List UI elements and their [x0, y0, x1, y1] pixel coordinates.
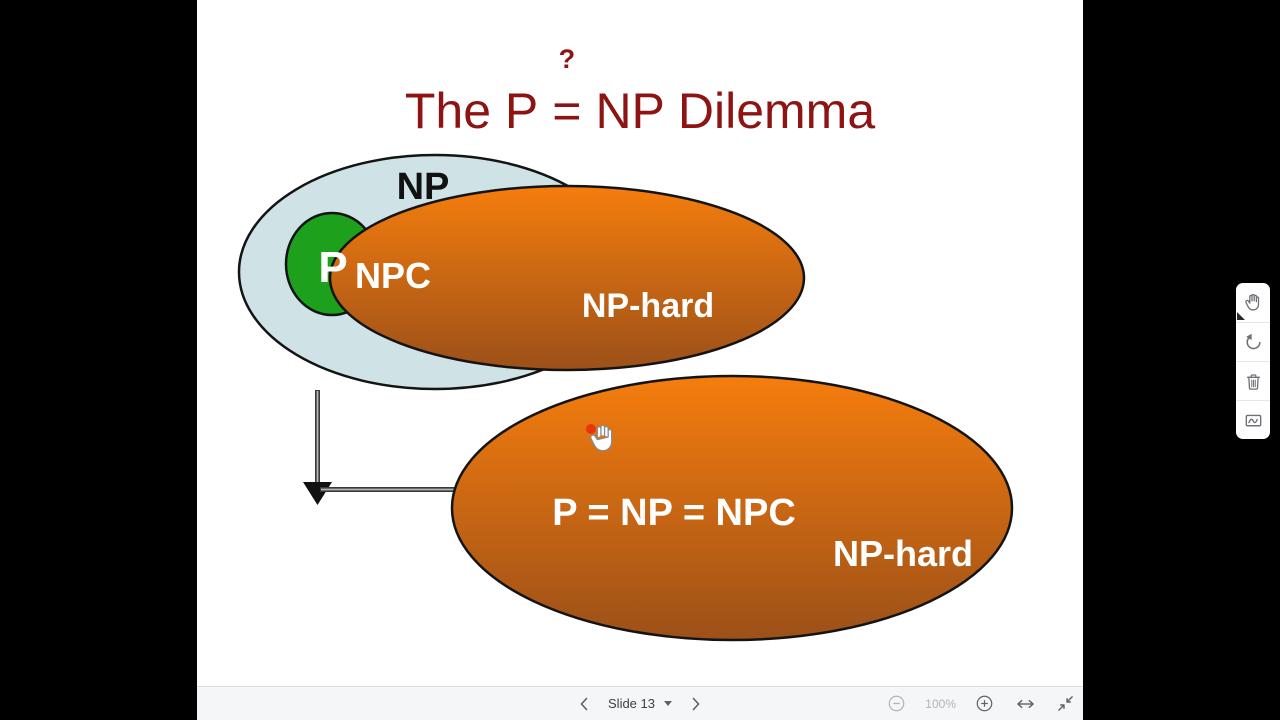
horizontal-arrows-icon — [1017, 699, 1034, 708]
hand-cursor-icon — [590, 424, 613, 452]
title-right: NP Dilemma — [595, 83, 876, 139]
undo-button[interactable] — [1236, 322, 1270, 361]
hand-icon — [1244, 293, 1259, 311]
minus-circle-icon — [888, 695, 905, 712]
slide-title: The P ? = NP Dilemma — [197, 46, 1083, 139]
tool-options-flag — [1237, 312, 1245, 320]
fit-width-button[interactable] — [1013, 696, 1038, 712]
delete-button[interactable] — [1236, 361, 1270, 400]
merged-ellipse — [450, 374, 1014, 642]
trash-icon — [1246, 373, 1260, 390]
chevron-left-icon — [580, 697, 588, 710]
previous-slide-button[interactable] — [577, 695, 591, 713]
slide-selector-dropdown[interactable]: Slide 13 — [606, 694, 674, 713]
zoom-level-label: 100% — [925, 696, 956, 711]
slide-number-label: Slide 13 — [608, 696, 655, 711]
slide-navigation: Slide 13 — [577, 687, 703, 720]
merged-label: P = NP = NPC — [552, 492, 796, 534]
content-area: The P ? = NP Dilemma NP P NPC N — [197, 0, 1083, 720]
compress-icon — [1058, 696, 1073, 711]
np-hard-bottom-label: NP-hard — [833, 533, 973, 574]
letterbox-left — [0, 0, 197, 720]
caret-down-icon — [663, 701, 672, 706]
slide-canvas[interactable]: The P ? = NP Dilemma NP P NPC N — [197, 0, 1083, 686]
title-question-mark: ? — [558, 44, 576, 74]
chevron-right-icon — [692, 697, 700, 710]
pan-tool-button[interactable] — [1236, 283, 1270, 322]
title-equals: = — [552, 83, 582, 139]
np-hard-top-label: NP-hard — [582, 287, 714, 325]
laser-dot — [586, 424, 596, 434]
zoom-controls: 100% — [885, 687, 1076, 720]
np-hard-top-ellipse — [328, 184, 806, 372]
fit-screen-button[interactable] — [1055, 693, 1076, 714]
title-equals-stack: ? = — [552, 46, 582, 139]
bottom-bar: Slide 13 100% — [197, 686, 1083, 720]
pan-cursor — [586, 424, 613, 452]
p-label: P — [318, 243, 347, 292]
plus-circle-icon — [976, 695, 993, 712]
zoom-in-button[interactable] — [973, 692, 996, 715]
annotation-toolbar — [1236, 283, 1270, 439]
title-left: The P — [404, 83, 539, 139]
next-slide-button[interactable] — [689, 695, 703, 713]
npc-label: NPC — [355, 255, 431, 296]
zoom-out-button[interactable] — [885, 692, 908, 715]
venn-diagram: NP P NPC NP-hard P = NP = NPC NP-hard — [237, 153, 1014, 642]
undo-icon — [1245, 333, 1261, 349]
np-label: NP — [397, 166, 450, 208]
chart-tool-button[interactable] — [1236, 400, 1270, 439]
chart-icon — [1245, 414, 1261, 426]
